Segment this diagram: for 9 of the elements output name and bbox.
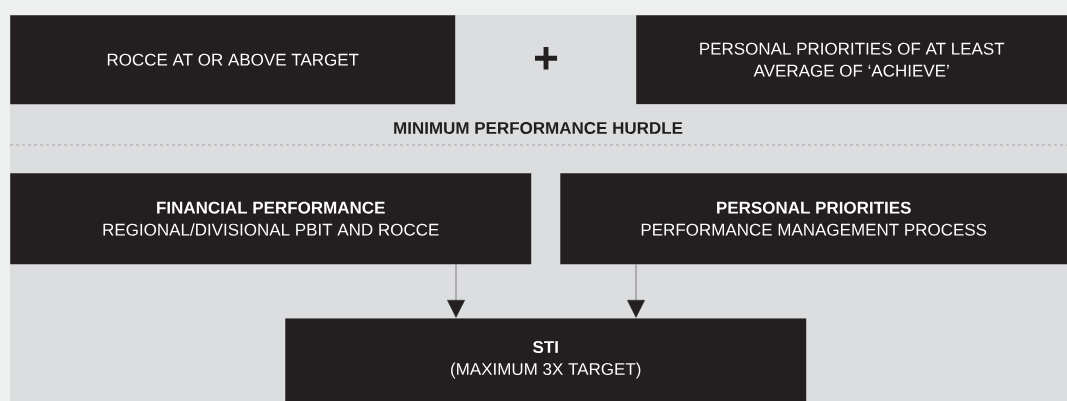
process-box: PERSONAL PRIORITIES PERFORMANCE MANAGEMENT PROCESS bbox=[560, 173, 1067, 265]
arrow bbox=[447, 264, 465, 318]
process-box: PERSONAL PRIORITIES OF AT LEAST AVERAGE OF ‘ACHIEVE’ bbox=[636, 15, 1067, 105]
section-heading: MINIMUM PERFORMANCE HURDLE bbox=[394, 122, 683, 134]
process-box: STI (MAXIMUM 3X TARGET) bbox=[285, 318, 807, 401]
process-box: FINANCIAL PERFORMANCE REGIONAL/DIVISIONAL PBIT AND ROCCE bbox=[10, 173, 532, 265]
plus-sign: + bbox=[535, 47, 558, 70]
process-box: ROCCE AT OR ABOVE TARGET bbox=[10, 15, 456, 105]
arrow bbox=[627, 264, 645, 318]
